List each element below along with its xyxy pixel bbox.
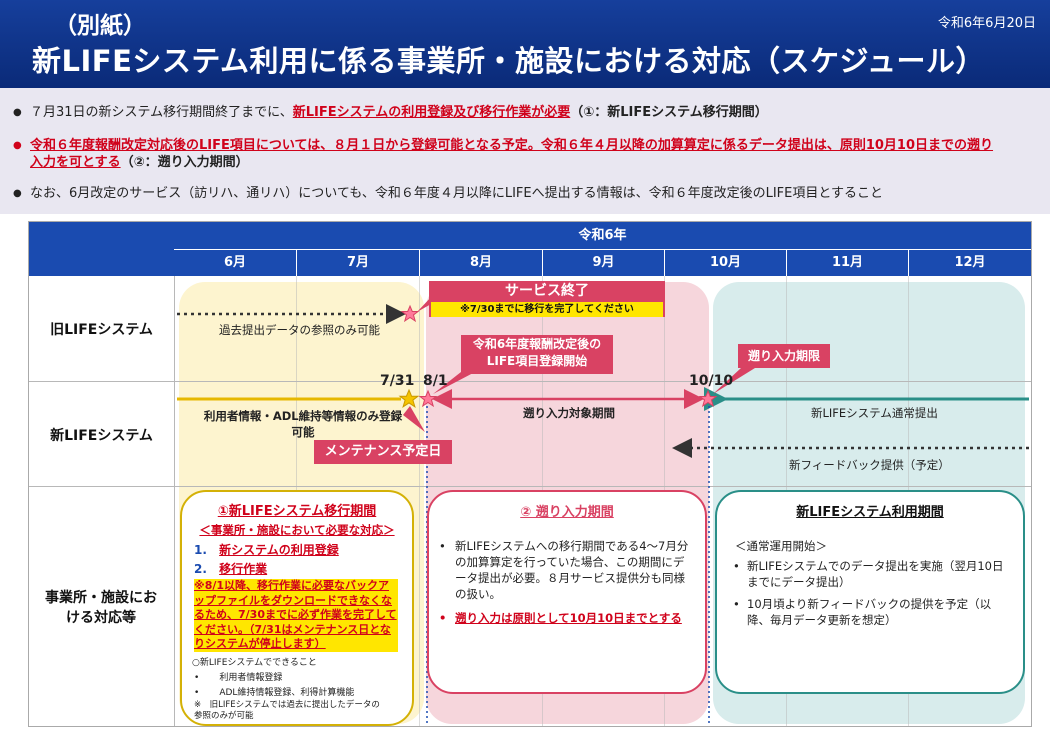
table-corner [29, 222, 174, 276]
registration-start-callout: 令和6年度報酬改定後のLIFE項目登録開始 [461, 335, 613, 374]
note-3: ● なお、6月改定のサービス（訪リハ、通リハ）についても、令和６年度４月以降にL… [13, 185, 883, 202]
row-label-old-system: 旧LIFEシステム [50, 322, 153, 338]
retro-bullet-1: • 新LIFEシステムへの移行期間である4～7月分の加算算定を行っていた場合、こ… [439, 538, 691, 602]
migration-step-1: 1. 新システムの利用登録 [194, 541, 412, 558]
row-divider [29, 486, 1031, 487]
new-system-bullet-2: • 10月頃より新フィードバックの提供を予定（以降、毎月データ更新を想定） [733, 596, 1009, 628]
normal-operation-start: ＜通常運用開始＞ [735, 539, 827, 553]
bullet-icon: ● [13, 140, 22, 151]
step-number: 1. [194, 543, 207, 557]
normal-submit-text: 新LIFEシステム通常提出 [811, 406, 938, 420]
start-pointer [433, 372, 475, 394]
bullet-icon: • [733, 559, 740, 573]
note-1-emphasis: 新LIFEシステムの利用登録及び移行作業が必要 [292, 105, 571, 120]
step-label: 移行作業 [219, 562, 268, 576]
can-do-item: •利用者情報登録 [194, 672, 283, 683]
month-aug: 8月 [420, 250, 542, 276]
grid-line [419, 276, 420, 726]
note-2-emphasis: 令和６年度報酬改定対応後のLIFE項目については、８月１日から登録可能となる予定… [30, 138, 994, 170]
document-date: 令和6年6月20日 [937, 16, 1036, 31]
note-2: ● 令和６年度報酬改定対応後のLIFE項目については、８月１日から登録可能となる… [13, 137, 1000, 171]
note-2-suffix: （②：遡り入力期間） [120, 155, 249, 170]
maintenance-pointer [403, 406, 425, 432]
retro-bullet-text: 遡り入力は原則として10月10日までとする [455, 611, 682, 625]
can-do-text: ADL維持情報登録、利得計算機能 [219, 687, 355, 698]
can-do-text: 利用者情報登録 [219, 672, 283, 683]
month-jun: 6月 [174, 250, 296, 276]
header-banner [0, 0, 1050, 88]
date-oct10: 10/10 [689, 373, 734, 389]
retro-box-title: ② 遡り入力期間 [520, 505, 614, 520]
maintenance-callout: メンテナンス予定日 [314, 440, 452, 464]
retro-bullet-2: • 遡り入力は原則として10月10日までとする [439, 610, 691, 626]
bullet-icon: • [439, 611, 447, 625]
bullet-icon: ● [13, 107, 22, 118]
service-end-label: サービス終了 [505, 283, 589, 299]
new-system-bullet-text: 10月頃より新フィードバックの提供を予定（以降、毎月データ更新を想定） [747, 597, 992, 627]
step-label: 新システムの利用登録 [219, 543, 339, 557]
new-system-box: 新LIFEシステム利用期間 ＜通常運用開始＞ • 新LIFEシステムでのデータ提… [715, 490, 1025, 694]
month-jul: 7月 [297, 250, 419, 276]
can-do-heading: ○新LIFEシステムでできること [192, 657, 317, 668]
service-end-note: ※7/30までに移行を完了してください [431, 302, 663, 317]
row-label-facility-actions: 事業所・施設における対応等 [45, 590, 157, 626]
feedback-text: 新フィードバック提供（予定） [789, 458, 950, 472]
retro-period-text: 遡り入力対象期間 [523, 406, 615, 420]
note-1: ● ７月31日の新システム移行期間終了までに、新LIFEシステムの利用登録及び移… [13, 104, 768, 121]
attachment-label: （別紙） [54, 13, 146, 39]
page-title: 新LIFEシステム利用に係る事業所・施設における対応（スケジュール） [32, 44, 985, 78]
oct10-star-icon [698, 389, 718, 408]
notes-panel: ● ７月31日の新システム移行期間終了までに、新LIFEシステムの利用登録及び移… [0, 88, 1050, 214]
new-system-bullet-1: • 新LIFEシステムでのデータ提出を実施（翌月10日までにデータ提出） [733, 558, 1009, 590]
new-system-box-title: 新LIFEシステム利用期間 [796, 505, 944, 520]
retro-bullet-text: 新LIFEシステムへの移行期間である4～7月分の加算算定を行っていた場合、この期… [455, 539, 689, 601]
date-jul31: 7/31 [380, 373, 415, 389]
retro-box: ② 遡り入力期間 • 新LIFEシステムへの移行期間である4～7月分の加算算定を… [427, 490, 707, 694]
note-1-text: ７月31日の新システム移行期間終了までに、 [30, 105, 293, 120]
old-ref-text: 過去提出データの参照のみ可能 [219, 323, 380, 337]
month-sep: 9月 [543, 250, 664, 276]
retro-limit-callout: 遡り入力期限 [738, 344, 830, 368]
retro-limit-pointer [713, 368, 755, 394]
row-label-new-system: 新LIFEシステム [50, 428, 153, 444]
grid-line [174, 276, 175, 726]
service-end-star-icon [400, 304, 420, 323]
step-number: 2. [194, 562, 207, 576]
migration-box: ①新LIFEシステム移行期間 ＜事業所・施設において必要な対応＞ 1. 新システ… [180, 490, 414, 726]
user-info-text: 利用者情報・ADL維持等情報のみ登録可能 [203, 409, 403, 439]
year-header: 令和6年 [174, 222, 1031, 249]
bullet-icon: • [733, 597, 740, 611]
bullet-icon: • [439, 539, 446, 553]
schedule-table: 令和6年 6月 7月 8月 9月 10月 11月 12月 旧LIFEシステム 新… [28, 221, 1032, 727]
jul31-star-icon [398, 388, 420, 408]
new-system-bullet-text: 新LIFEシステムでのデータ提出を実施（翌月10日までにデータ提出） [747, 559, 1004, 589]
migration-box-subtitle: ＜事業所・施設において必要な対応＞ [199, 523, 395, 537]
note-1-suffix: （①：新LIFEシステム移行期間） [570, 105, 768, 120]
migration-warning: ※8/1以降、移行作業に必要なバックアップファイルをダウンロードできなくなるため… [194, 579, 398, 652]
row-divider [29, 381, 1031, 382]
date-aug1: 8/1 [423, 373, 448, 389]
aug1-star-icon [418, 389, 438, 408]
bullet-icon: ● [13, 188, 22, 199]
can-do-item: •ADL維持情報登録、利得計算機能 [194, 687, 355, 698]
migration-box-title: ①新LIFEシステム移行期間 [217, 504, 377, 519]
migration-step-2: 2. 移行作業 [194, 560, 412, 577]
month-dec: 12月 [909, 250, 1031, 276]
migration-footnote: ※ 旧LIFEシステムでは過去に提出したデータの参照のみが可能 [194, 699, 380, 721]
month-oct: 10月 [665, 250, 786, 276]
month-nov: 11月 [787, 250, 908, 276]
note-3-text: なお、6月改定のサービス（訪リハ、通リハ）についても、令和６年度４月以降にLIF… [30, 186, 883, 201]
